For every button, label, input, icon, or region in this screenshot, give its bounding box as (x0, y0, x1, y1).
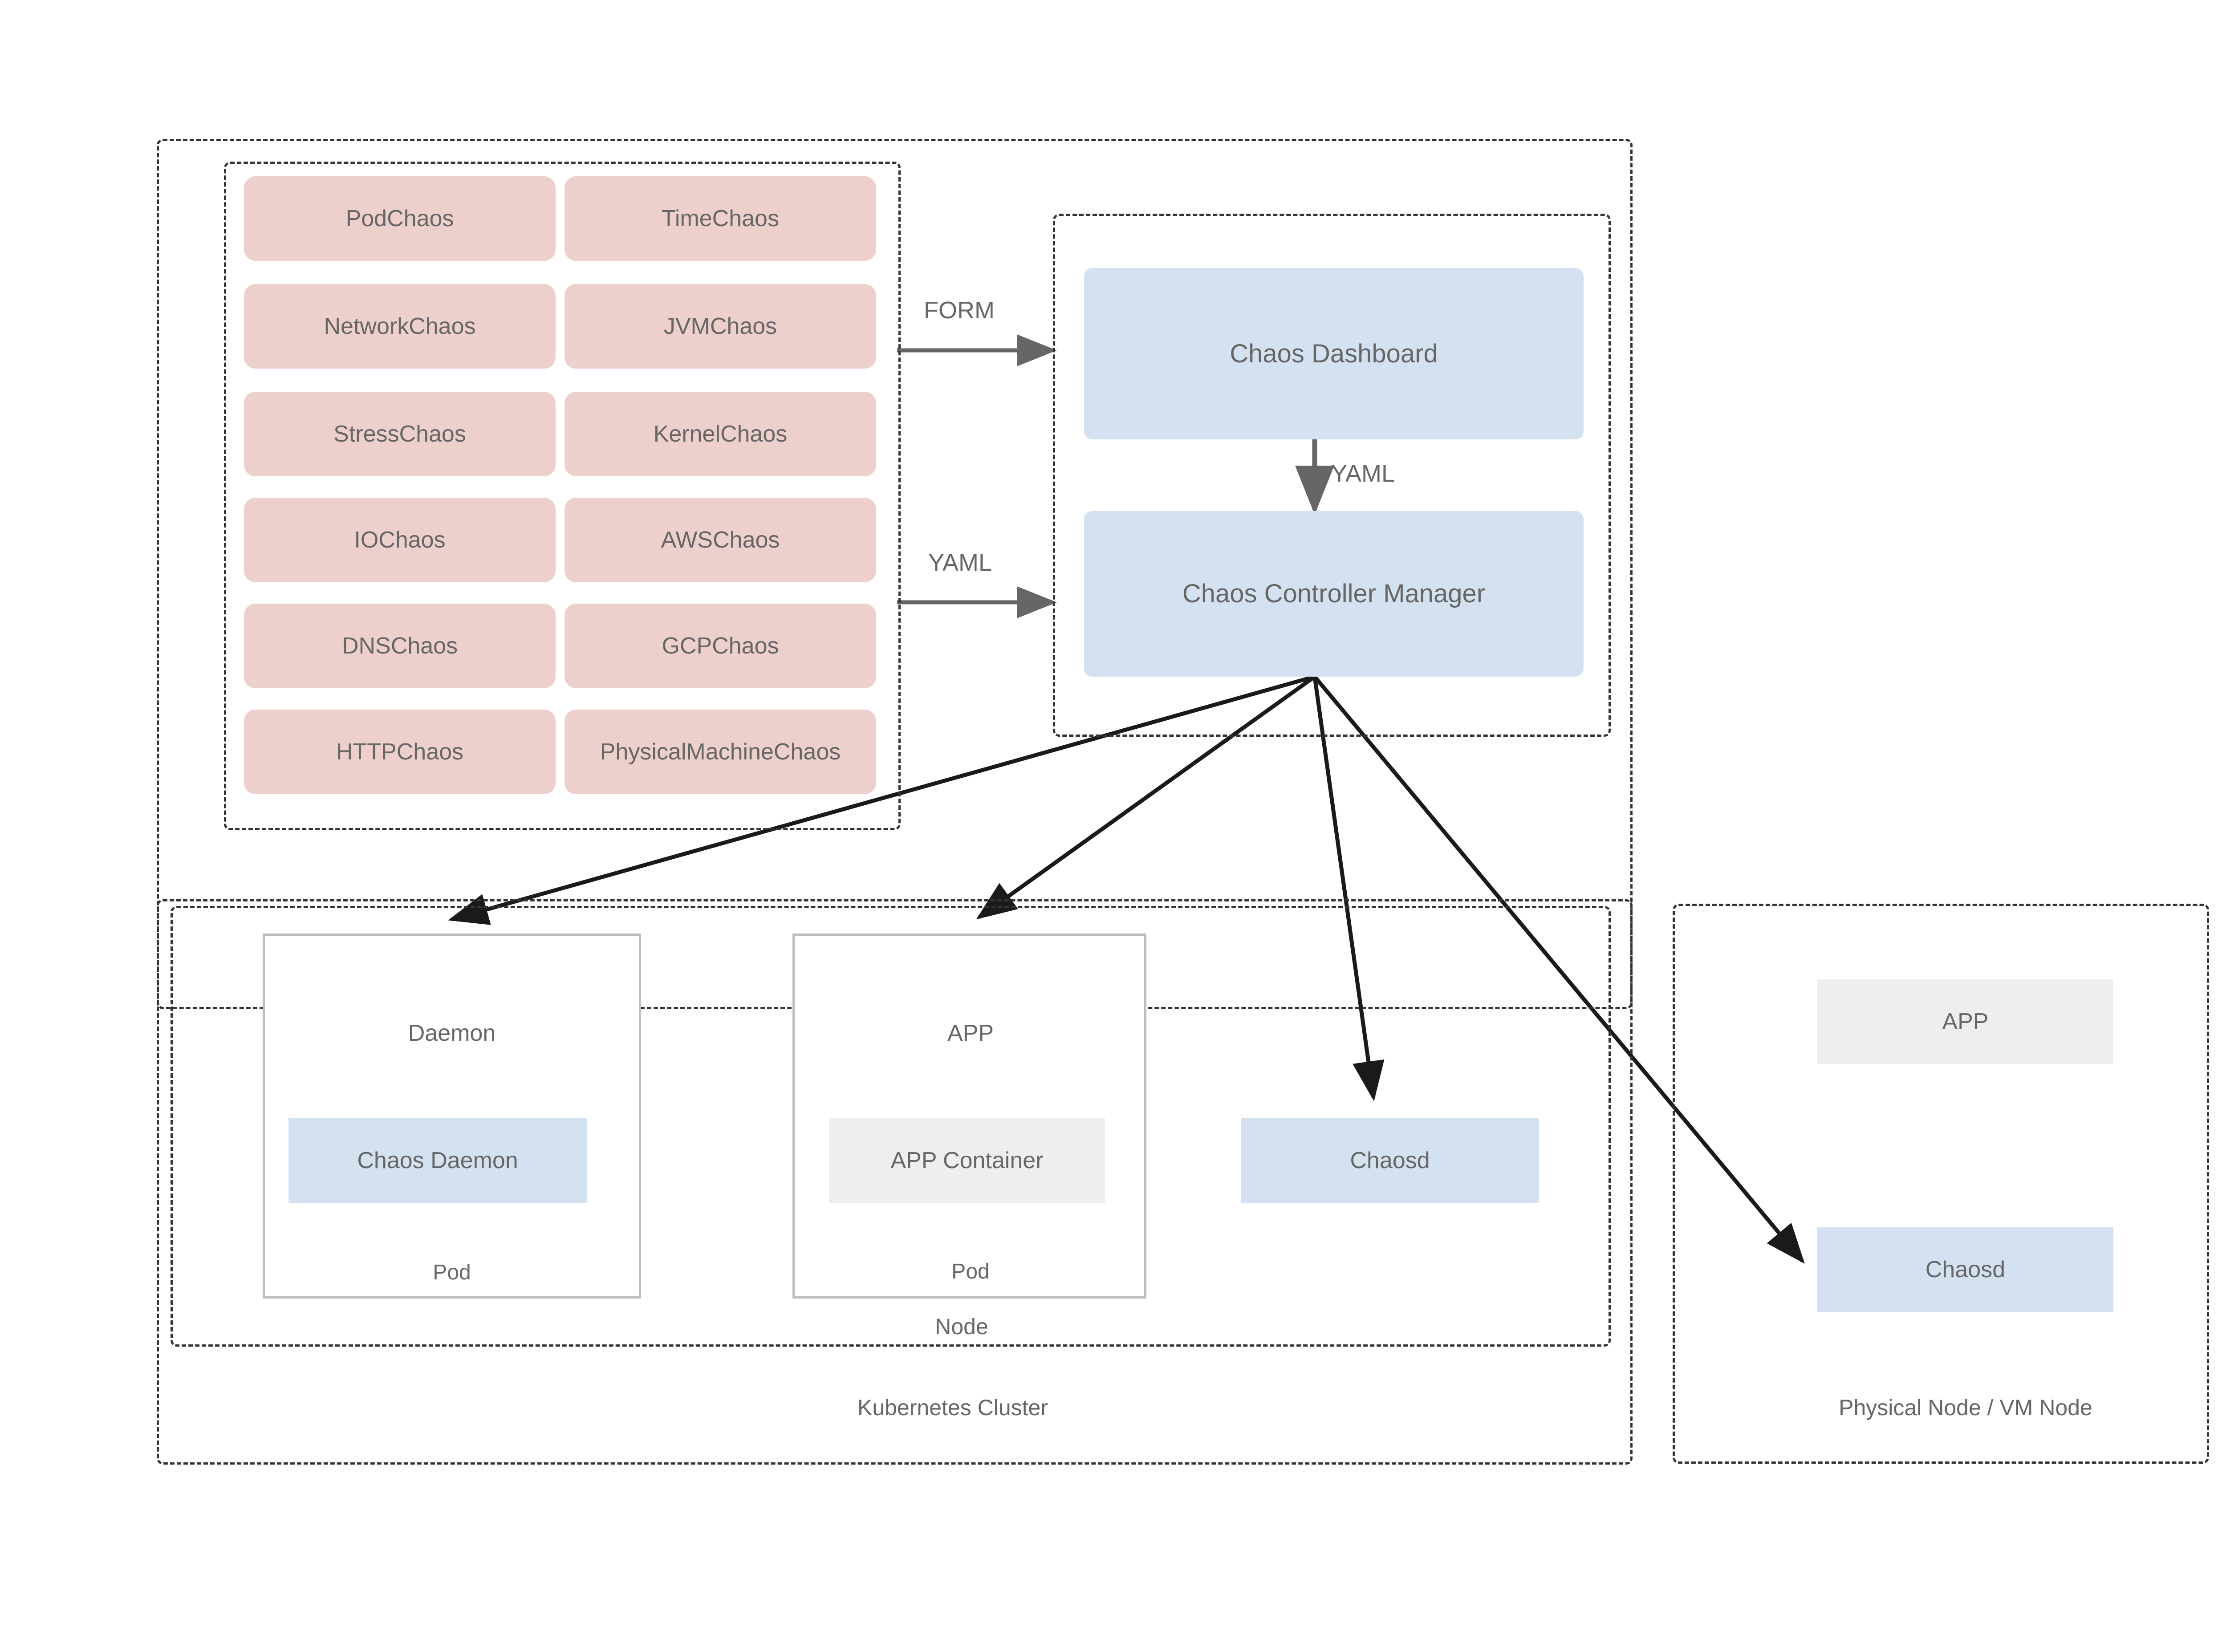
app-container-label: APP Container (890, 1147, 1044, 1173)
node-boundary (171, 906, 1611, 1347)
fault-label: TimeChaos (662, 205, 779, 231)
yaml-internal-arrow-label: YAML (1331, 460, 1395, 487)
fault-label: PodChaos (345, 205, 454, 231)
fault-label: GCPChaos (662, 633, 779, 659)
control-plane-boundary (1053, 214, 1611, 737)
fault-box-kernelchaos[interactable]: KernelChaos (565, 392, 876, 476)
fault-box-podchaos[interactable]: PodChaos (244, 176, 556, 261)
physical-node-label: Physical Node / VM Node (1839, 1395, 2092, 1420)
physical-node-boundary (1673, 904, 2209, 1464)
fault-label: KernelChaos (653, 421, 788, 447)
form-arrow-label: FORM (924, 297, 995, 324)
chaos-daemon-label: Chaos Daemon (357, 1147, 518, 1173)
fault-box-timechaos[interactable]: TimeChaos (565, 176, 876, 261)
yaml-external-arrow-label: YAML (928, 549, 992, 576)
fault-box-gcpchaos[interactable]: GCPChaos (565, 604, 876, 688)
daemon-pod-footer: Pod (433, 1261, 471, 1284)
fault-box-networkchaos[interactable]: NetworkChaos (244, 284, 556, 369)
daemon-pod-title: Daemon (408, 1020, 496, 1046)
app-pod-box (792, 934, 1146, 1299)
fault-label: HTTPChaos (336, 739, 464, 765)
physical-chaosd-label: Chaosd (1925, 1256, 2006, 1283)
cluster-chaosd-box[interactable]: Chaosd (1241, 1118, 1539, 1203)
fault-label: PhysicalMachineChaos (600, 739, 841, 765)
fault-box-physicalmachinechaos[interactable]: PhysicalMachineChaos (565, 710, 876, 794)
cluster-chaosd-label: Chaosd (1350, 1147, 1430, 1173)
fault-label: JVMChaos (663, 313, 777, 339)
node-label: Node (935, 1314, 988, 1339)
app-pod-footer: Pod (951, 1260, 990, 1283)
physical-chaosd-box[interactable]: Chaosd (1817, 1227, 2113, 1312)
fault-box-awschaos[interactable]: AWSChaos (565, 498, 876, 582)
fault-label: NetworkChaos (324, 313, 476, 339)
fault-box-dnschaos[interactable]: DNSChaos (244, 604, 556, 688)
fault-box-stresschaos[interactable]: StressChaos (244, 392, 556, 476)
fault-label: IOChaos (354, 527, 446, 553)
chaos-dashboard-label: Chaos Dashboard (1230, 339, 1438, 368)
physical-app-box[interactable]: APP (1817, 979, 2113, 1064)
fault-label: DNSChaos (341, 633, 458, 659)
fault-box-iochaos[interactable]: IOChaos (244, 498, 556, 582)
fault-box-httpchaos[interactable]: HTTPChaos (244, 710, 556, 794)
fault-types-boundary (224, 162, 901, 830)
app-container-box[interactable]: APP Container (829, 1118, 1105, 1203)
physical-app-label: APP (1942, 1008, 1989, 1035)
app-pod-title: APP (947, 1020, 994, 1046)
fault-box-jvmchaos[interactable]: JVMChaos (565, 284, 876, 369)
fault-label: StressChaos (333, 421, 466, 447)
kubernetes-cluster-boundary (157, 899, 1633, 1465)
chaos-dashboard-box[interactable]: Chaos Dashboard (1084, 268, 1584, 439)
chaos-daemon-box[interactable]: Chaos Daemon (288, 1118, 587, 1203)
kubernetes-cluster-label: Kubernetes Cluster (857, 1395, 1048, 1420)
chaos-controller-manager-label: Chaos Controller Manager (1182, 579, 1486, 609)
chaos-controller-manager-box[interactable]: Chaos Controller Manager (1084, 511, 1584, 677)
daemon-pod-box (263, 934, 641, 1299)
fault-label: AWSChaos (661, 527, 780, 553)
